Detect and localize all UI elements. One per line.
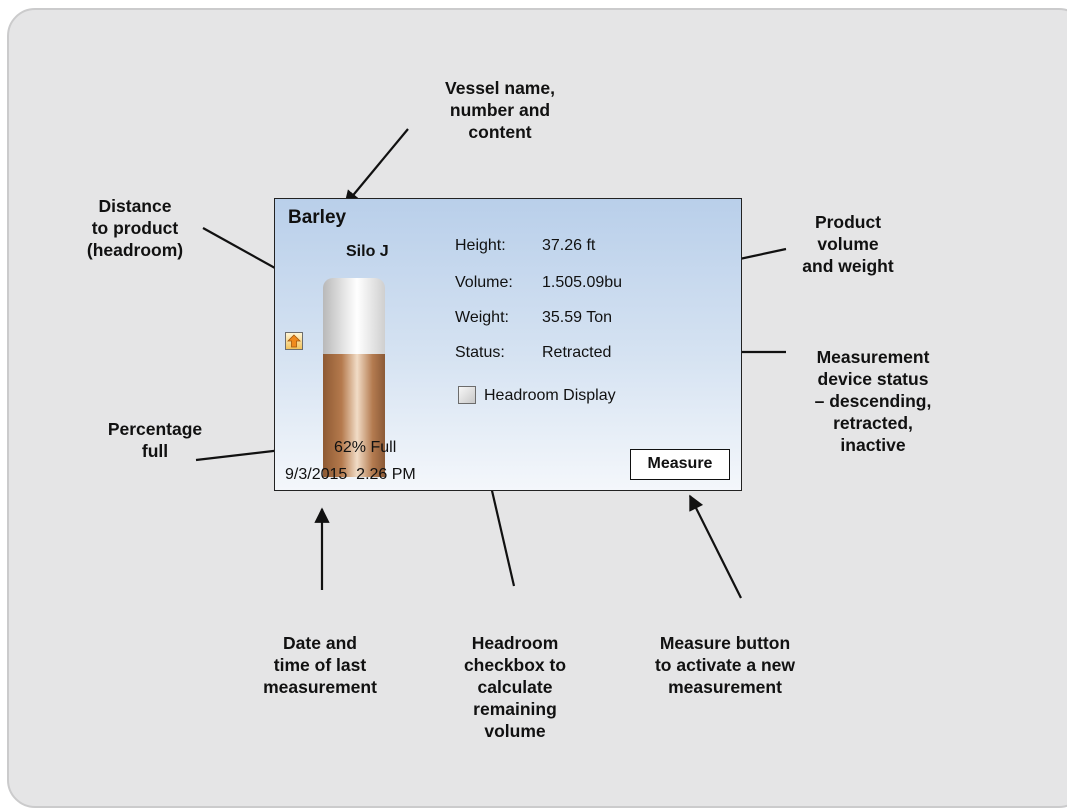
vessel-screen: Barley Silo J 62% Full 9/3/2015 2.26 PM …: [274, 198, 742, 491]
annotation-vessel-name: Vessel name, number and content: [445, 78, 555, 142]
tank-headroom: [323, 278, 385, 354]
annotation-headroom-checkbox: Headroom checkbox to calculate remaining…: [463, 633, 567, 741]
tank-product-fill: [323, 354, 385, 477]
silo-id: Silo J: [346, 243, 389, 260]
headroom-display-checkbox[interactable]: [458, 386, 476, 404]
annotation-device-status: Measurement device status – descending, …: [814, 347, 932, 455]
up-arrow-icon: [287, 334, 301, 348]
annotation-date-time: Date and time of last measurement: [263, 633, 377, 697]
height-value: 37.26 ft: [542, 237, 596, 254]
tank-gauge: [323, 278, 385, 477]
annotation-percentage: Percentage full: [107, 419, 203, 461]
volume-label: Volume:: [455, 274, 513, 291]
diagram: Vessel name, number and content Distance…: [7, 8, 1067, 808]
volume-value: 1.505.09bu: [542, 274, 623, 291]
last-measurement-time: 2.26 PM: [356, 466, 416, 483]
headroom-toggle-button[interactable]: [285, 332, 303, 350]
annotation-product-volume: Product volume and weight: [802, 212, 894, 276]
last-measurement-datetime: 9/3/2015 2.26 PM: [285, 466, 416, 484]
annotation-measure-button: Measure button to activate a new measure…: [654, 633, 796, 697]
annotation-distance: Distance to product (headroom): [86, 196, 184, 260]
percent-full: 62% Full: [334, 439, 397, 456]
measure-button[interactable]: Measure: [630, 449, 730, 480]
weight-label: Weight:: [455, 309, 509, 326]
status-value: Retracted: [542, 344, 612, 361]
vessel-name: Barley: [288, 207, 347, 228]
headroom-display-label: Headroom Display: [484, 387, 616, 404]
last-measurement-date: 9/3/2015: [285, 466, 348, 483]
height-label: Height:: [455, 237, 506, 254]
status-label: Status:: [455, 344, 505, 361]
weight-value: 35.59 Ton: [542, 309, 612, 326]
